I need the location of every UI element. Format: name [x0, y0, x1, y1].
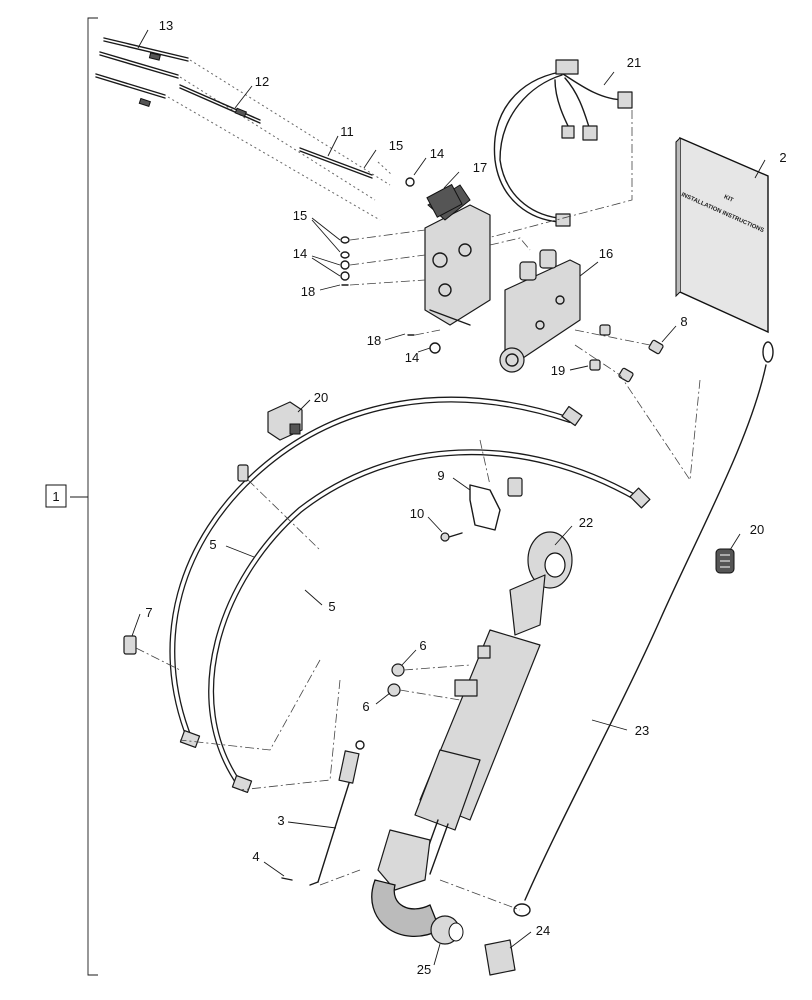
callout-4: 4	[252, 849, 259, 864]
fittings-8-19	[574, 324, 701, 482]
assembly-bracket: 1	[45, 17, 98, 976]
callout-3: 3	[277, 813, 284, 828]
callout-8: 8	[680, 314, 687, 329]
callout-5b: 5	[328, 599, 335, 614]
callout-7: 7	[145, 605, 152, 620]
callout-9: 9	[437, 468, 444, 483]
control-valve	[424, 183, 491, 326]
callout-14c: 14	[405, 350, 419, 365]
callout-6a: 6	[419, 638, 426, 653]
callout-15b: 15	[293, 208, 307, 223]
callout-leaders	[131, 29, 766, 966]
wiring-harness	[479, 59, 633, 241]
callout-numbers: 13 12 11 15 14 17 15 14 18 18 14 16 21 2…	[145, 18, 786, 977]
hydraulic-hoses	[169, 396, 651, 793]
hydraulic-cylinder	[414, 531, 573, 875]
callout-22: 22	[579, 515, 593, 530]
callout-2: 2	[779, 150, 786, 165]
callout-11: 11	[340, 124, 354, 139]
hook-and-ball	[371, 829, 521, 976]
callout-18b: 18	[367, 333, 381, 348]
callout-21: 21	[627, 55, 641, 70]
callout-5a: 5	[209, 537, 216, 552]
callout-23: 23	[635, 723, 649, 738]
callout-10: 10	[410, 506, 424, 521]
control-rods	[95, 37, 391, 221]
callout-19: 19	[551, 363, 565, 378]
connector-20-left	[267, 401, 303, 441]
installation-manual: KIT INSTALLATION INSTRUCTIONS	[675, 136, 769, 334]
callout-25: 25	[417, 962, 431, 977]
release-cable	[513, 341, 774, 917]
manual-line-1: KIT	[723, 194, 735, 204]
diverter-valve	[489, 237, 581, 373]
callout-20b: 20	[750, 522, 764, 537]
small-fittings	[123, 439, 523, 791]
callout-15a: 15	[389, 138, 403, 153]
callout-6b: 6	[362, 699, 369, 714]
callout-24: 24	[536, 923, 550, 938]
callout-14b: 14	[293, 246, 307, 261]
callout-18a: 18	[301, 284, 315, 299]
callout-12: 12	[255, 74, 269, 89]
callout-13: 13	[159, 18, 173, 33]
callout-17: 17	[473, 160, 487, 175]
callout-16: 16	[599, 246, 613, 261]
seals-and-pins	[340, 161, 441, 354]
lever	[281, 740, 365, 886]
callout-1: 1	[52, 489, 59, 504]
connector-20-right	[715, 548, 735, 574]
callout-14a: 14	[430, 146, 444, 161]
callout-20a: 20	[314, 390, 328, 405]
